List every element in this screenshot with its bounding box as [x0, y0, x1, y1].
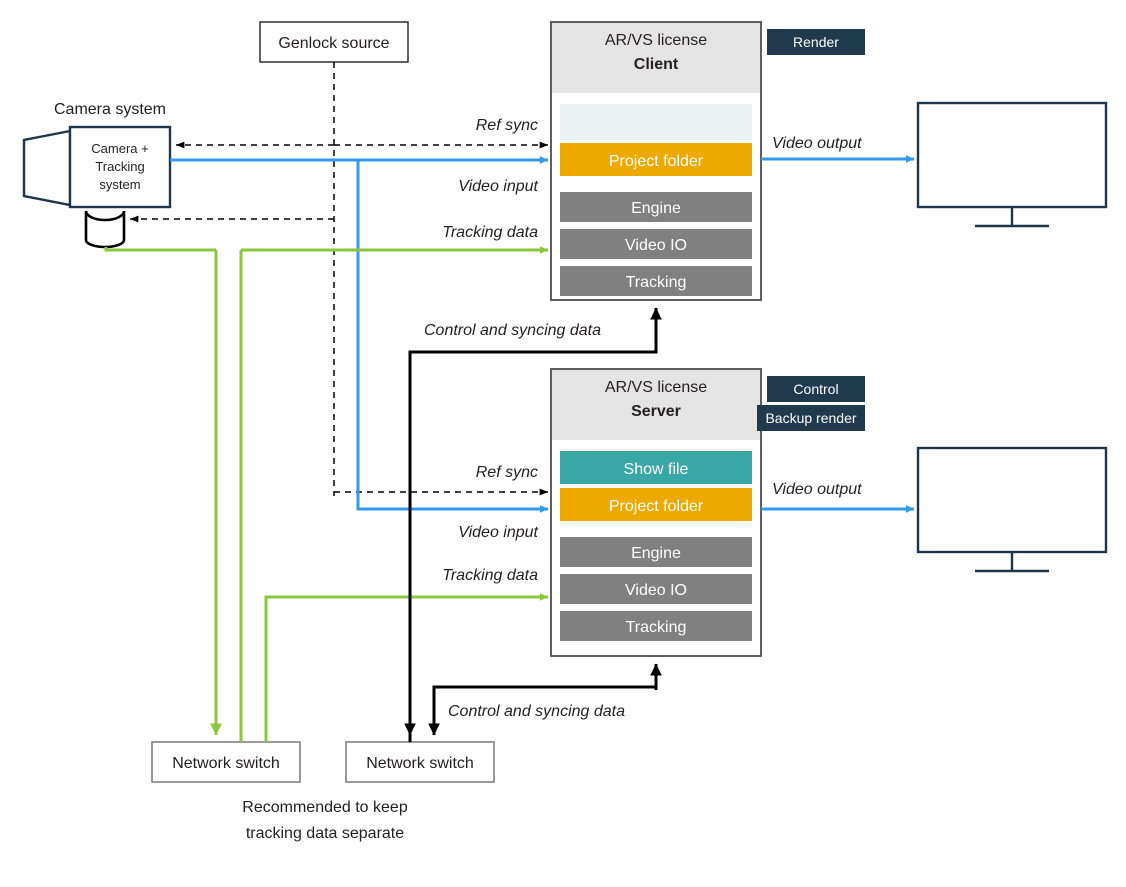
- client-row-tracking-label: Tracking: [626, 274, 687, 291]
- genlock-source-node[interactable]: Genlock source: [259, 21, 409, 63]
- camera-system-title: Camera system: [54, 101, 166, 118]
- network-switch-right-label: Network switch: [366, 755, 474, 772]
- tracker-out-stub-line: [104, 247, 216, 252]
- client-header-band: [552, 23, 760, 93]
- server-header-band: [552, 370, 760, 440]
- server-badge-control-label: Control: [793, 381, 838, 397]
- client-badge-render-label: Render: [793, 34, 839, 50]
- network-switch-right-node[interactable]: Network switch: [345, 741, 495, 783]
- server-badge-backup-render-label: Backup render: [765, 410, 856, 426]
- edge-label-control-sync-client: Control and syncing data: [424, 322, 601, 339]
- edge-label-video-input-server: Video input: [458, 524, 538, 541]
- genlock-source-box[interactable]: [259, 21, 409, 63]
- edge-label-video-input-client: Video input: [458, 178, 538, 195]
- server-row-show-file-label: Show file: [624, 461, 689, 478]
- client-row-empty[interactable]: [560, 104, 752, 140]
- server-row-project-folder[interactable]: [560, 488, 752, 521]
- server-badge-backup-render[interactable]: [757, 405, 865, 431]
- server-row-tracking[interactable]: [560, 611, 752, 641]
- camera-body-box[interactable]: [68, 125, 172, 209]
- client-row-tracking[interactable]: [560, 266, 752, 296]
- edge-label-video-output-client: Video output: [772, 135, 862, 152]
- edge-label-video-output-server: Video output: [772, 481, 862, 498]
- server-role-label: Server: [631, 403, 681, 420]
- edge-label-tracking-data-server: Tracking data: [442, 567, 538, 584]
- camera-body-label-line-1: Camera +: [91, 141, 148, 156]
- server-row-show-file[interactable]: [560, 451, 752, 484]
- client-row-project-folder[interactable]: [560, 143, 752, 176]
- switch-caption-line-2: tracking data separate: [246, 825, 404, 842]
- client-row-project-folder-label: Project folder: [609, 153, 704, 170]
- server-row-project-folder-label: Project folder: [609, 498, 704, 515]
- switch-caption-line-1: Recommended to keep: [242, 799, 408, 816]
- server-row-video-io-label: Video IO: [625, 582, 687, 599]
- client-row-engine[interactable]: [560, 192, 752, 222]
- client-monitor-screen[interactable]: [916, 101, 1108, 209]
- server-row-engine-label: Engine: [631, 545, 681, 562]
- client-monitor-group[interactable]: [916, 101, 1108, 228]
- client-row-video-io-label: Video IO: [625, 237, 687, 254]
- server-monitor-group[interactable]: [916, 446, 1108, 573]
- server-monitor-screen[interactable]: [916, 446, 1108, 554]
- server-row-engine[interactable]: [560, 537, 752, 567]
- client-row-video-io[interactable]: [560, 229, 752, 259]
- network-switch-left-box[interactable]: [151, 741, 301, 783]
- video-input-server-line: [356, 160, 549, 513]
- camera-body-label-line-2: Tracking: [95, 159, 144, 174]
- tracking-puck-icon: [84, 210, 126, 249]
- server-node[interactable]: AR/VS license Server Show file Project f…: [550, 368, 865, 657]
- edge-label-ref-sync-server: Ref sync: [476, 464, 538, 481]
- edge-label-control-sync-server: Control and syncing data: [448, 703, 625, 720]
- network-switch-left-label: Network switch: [172, 755, 280, 772]
- client-badge-render[interactable]: [767, 29, 865, 55]
- server-row-tracking-label: Tracking: [626, 619, 687, 636]
- client-license-label: AR/VS license: [605, 32, 707, 49]
- client-node[interactable]: AR/VS license Client Project folder Engi…: [550, 21, 865, 301]
- edge-label-tracking-data-client: Tracking data: [442, 224, 538, 241]
- genlock-source-label: Genlock source: [278, 35, 389, 52]
- client-role-label: Client: [634, 56, 679, 73]
- edge-label-ref-sync-client: Ref sync: [476, 117, 538, 134]
- camera-system-group[interactable]: Camera system Camera + Tracking system: [22, 101, 172, 249]
- server-badge-control[interactable]: [767, 376, 865, 402]
- server-license-label: AR/VS license: [605, 379, 707, 396]
- network-switch-left-node[interactable]: Network switch: [151, 741, 301, 783]
- network-switch-right-box[interactable]: [345, 741, 495, 783]
- client-row-engine-label: Engine: [631, 200, 681, 217]
- tracking-data-server-line: [264, 593, 549, 742]
- camera-lens-icon: [22, 129, 72, 207]
- server-row-video-io[interactable]: [560, 574, 752, 604]
- control-sync-server-line: [432, 664, 658, 735]
- camera-body-label-line-3: system: [99, 177, 140, 192]
